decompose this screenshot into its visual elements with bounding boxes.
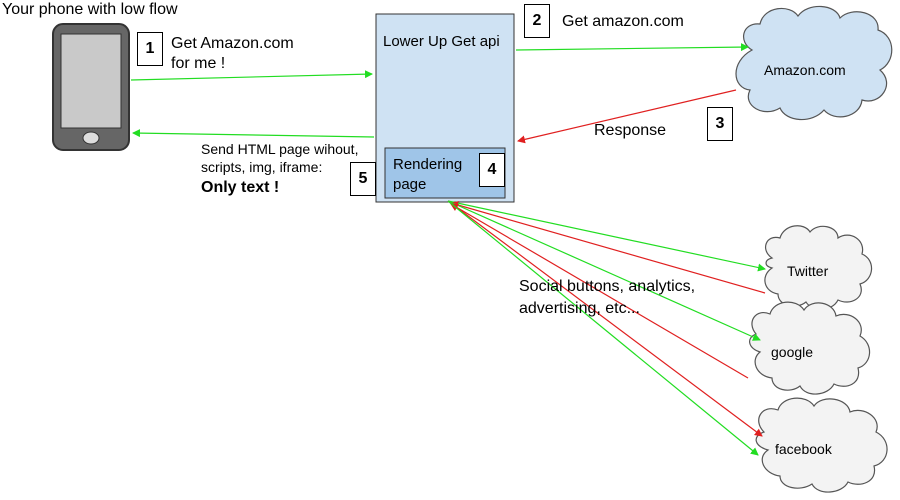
google-cloud-icon bbox=[749, 301, 871, 395]
arrow-to-google bbox=[447, 200, 761, 341]
phone-icon bbox=[52, 23, 130, 151]
arrow-server-to-amazon bbox=[515, 43, 749, 52]
arrow-from-google bbox=[450, 203, 749, 379]
facebook-cloud-label: facebook bbox=[775, 441, 832, 457]
step-4-badge: 4 bbox=[479, 153, 505, 187]
social-note-line1: Social buttons, analytics, bbox=[519, 278, 696, 295]
social-note-line2: advertising, etc... bbox=[519, 300, 640, 317]
arrow-amazon-to-server bbox=[517, 89, 737, 144]
google-cloud-label: google bbox=[771, 344, 814, 360]
step-5-badge: 5 bbox=[350, 162, 376, 196]
step-5-text-line1: Send HTML page wihout, bbox=[201, 141, 359, 157]
arrow-phone-to-server bbox=[130, 70, 373, 81]
step-3-badge: 3 bbox=[707, 107, 733, 141]
step-3-text: Response bbox=[594, 122, 667, 139]
amazon-cloud-icon bbox=[735, 5, 893, 121]
twitter-cloud-label: Twitter bbox=[787, 263, 829, 279]
step-5-text-line2: scripts, img, iframe: bbox=[201, 159, 323, 175]
arrow-server-to-phone bbox=[132, 129, 375, 138]
step-1-badge: 1 bbox=[137, 32, 163, 66]
rendering-line1: Rendering bbox=[393, 156, 463, 173]
arrow-to-facebook bbox=[447, 200, 763, 437]
arrow-from-twitter bbox=[450, 201, 766, 294]
step-1-text-line1: Get Amazon.com bbox=[171, 35, 294, 52]
step-2-text: Get amazon.com bbox=[562, 13, 684, 30]
arrow-from-facebook bbox=[447, 200, 759, 456]
phone-caption: Your phone with low flow bbox=[2, 1, 178, 18]
step-2-badge: 2 bbox=[524, 4, 550, 38]
twitter-cloud-icon bbox=[764, 225, 873, 310]
server-title: Lower Up Get api bbox=[383, 33, 500, 50]
amazon-cloud-label: Amazon.com bbox=[764, 62, 846, 78]
rendering-line2: page bbox=[393, 176, 427, 193]
step-1-text-line2: for me ! bbox=[171, 55, 226, 72]
arrow-to-twitter bbox=[447, 200, 766, 272]
facebook-cloud-icon bbox=[755, 397, 888, 493]
step-5-text-bold: Only text ! bbox=[201, 179, 280, 196]
